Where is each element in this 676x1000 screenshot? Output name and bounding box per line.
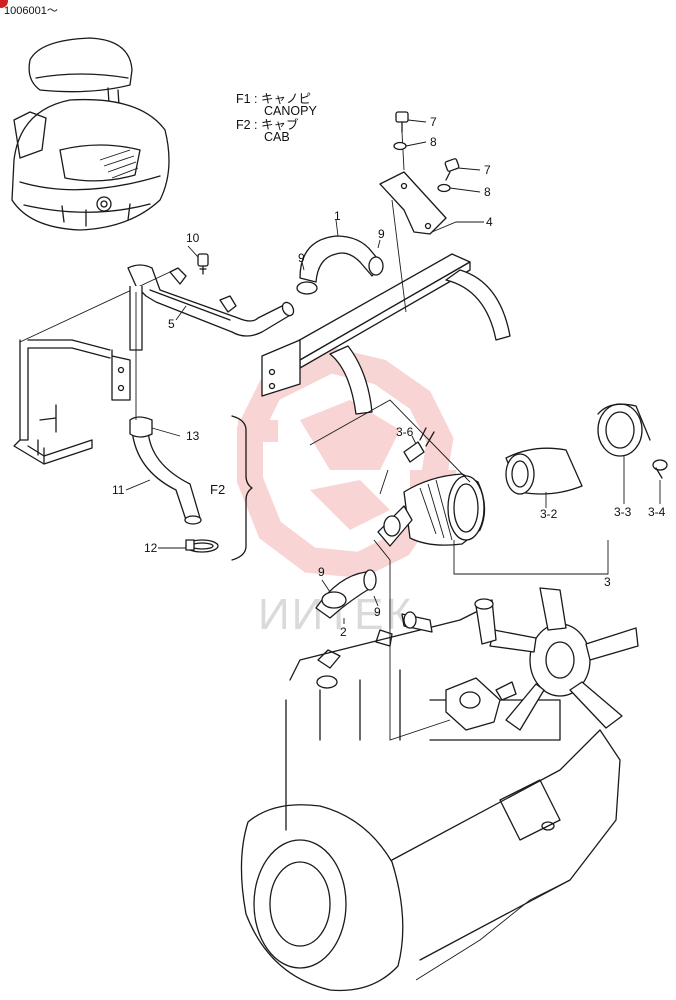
thermostat-housing [401,598,517,731]
callout-7-lower: 7 [484,163,491,177]
legend-f1-code: F1 : キャノピ [236,92,312,106]
valve-part-3-4 [652,459,668,504]
hose-part-2 [315,539,451,741]
callout-9-hose2-right: 9 [374,605,381,619]
callout-11: 11 [112,483,125,497]
filter-element-part-3-2 [505,447,583,508]
bolt-part-7-upper [395,111,427,171]
callout-1: 1 [334,209,341,223]
washer-part-8-lower [437,183,481,193]
bolt-part-10 [187,245,209,275]
mount-plate-part-4 [379,171,484,235]
legend-f2-code: F2 : キャブ [236,118,299,132]
red-corner-marker [0,0,8,8]
machine-overview-sketch [11,37,170,231]
callout-12: 12 [144,541,158,555]
group-label-f2: F2 [210,482,226,497]
callout-3-3: 3-3 [614,505,632,519]
engine-block [240,609,621,992]
sensor-part-3-6 [403,427,435,463]
pipe-part-5 [127,264,295,337]
callout-9-hose1-right: 9 [378,227,385,241]
cross-member-bracket [261,199,511,415]
callout-3: 3 [604,575,611,589]
bolt-part-7-lower [444,158,481,181]
air-cleaner-assembly-part-3 [309,399,609,575]
clamp-part-12 [158,539,219,553]
callout-4: 4 [486,215,493,229]
callout-8-lower: 8 [484,185,491,199]
callout-9-hose2-left: 9 [318,565,325,579]
serial-range-header: 1006001～ [4,5,58,17]
callout-10: 10 [186,231,200,245]
cooling-fan [489,587,639,731]
support-frame [13,271,171,465]
callout-2: 2 [340,625,347,639]
callout-3-2: 3-2 [540,507,558,521]
cover-cap-part-3-3 [597,403,651,504]
callout-3-4: 3-4 [648,505,666,519]
callout-3-6: 3-6 [396,425,414,439]
f2-group-brace [231,415,253,561]
hose-part-1 [296,219,384,295]
washer-part-8-upper [393,141,427,151]
callout-13: 13 [186,429,200,443]
legend-f1-name: CANOPY [264,104,317,118]
callout-8-upper: 8 [430,135,437,149]
callout-7-upper: 7 [430,115,437,129]
legend-f2-name: CAB [264,130,290,144]
callout-5: 5 [168,317,175,331]
callout-9-hose1-left: 9 [298,251,305,265]
hose-part-11 [125,286,202,525]
